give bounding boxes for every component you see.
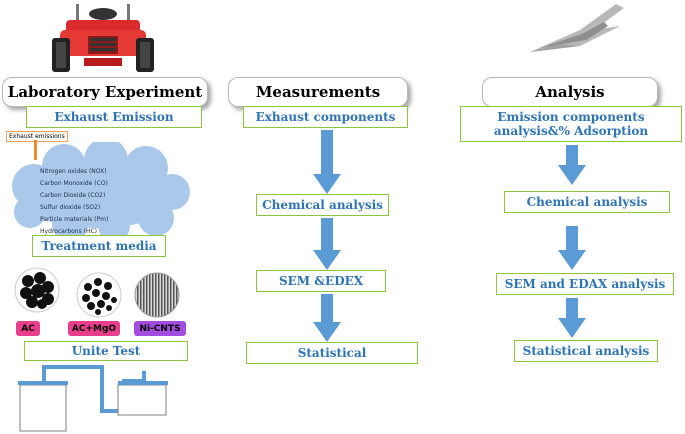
- box-exhaust-components: Exhaust components: [243, 106, 408, 128]
- emission-components-list: Nitrogen oxides (NOX) Carbon Monoxide (C…: [40, 166, 108, 238]
- ac-label: AC: [16, 321, 40, 336]
- emission-item: Carbon Dioxide (CO2): [40, 192, 106, 199]
- box-treatment-media: Treatment media: [32, 235, 166, 257]
- box-statistical-analysis: Statistical analysis: [514, 340, 658, 362]
- emission-item: Nitrogen oxides (NOX): [40, 168, 107, 175]
- plough-image: [530, 4, 624, 52]
- box-chemical-analysis: Chemical analysis: [256, 194, 389, 216]
- ac-sample-image: [14, 267, 60, 313]
- emission-item: Particle materials (Pm): [40, 216, 109, 223]
- emission-item: Carbon Monoxide (CO): [40, 180, 108, 187]
- box-statistical: Statistical: [246, 342, 418, 364]
- box-emission-components-analysis: Emission components analysis&% Adsorptio…: [460, 106, 682, 142]
- arrow-down-icon: [313, 218, 341, 270]
- header-laboratory-experiment: Laboratory Experiment: [2, 77, 208, 107]
- arrow-down-icon: [558, 298, 586, 338]
- ac-mgo-sample-image: [76, 272, 122, 318]
- box-exhaust-emission: Exhaust Emission: [26, 106, 202, 128]
- emission-item: Sulfur dioxide (SO2): [40, 204, 101, 211]
- box-sem-edax-analysis: SEM and EDAX analysis: [496, 273, 674, 295]
- arrow-down-icon: [313, 130, 341, 194]
- emission-item: Hydrocarbons (HC): [40, 228, 98, 235]
- box-unite-test: Unite Test: [24, 341, 188, 361]
- ac-mgo-label: AC+MgO: [68, 321, 120, 336]
- box-chemical-analysis-2: Chemical analysis: [504, 191, 670, 213]
- orange-connector: [34, 140, 37, 160]
- arrow-down-icon: [558, 145, 586, 185]
- emission-cloud: [12, 142, 190, 242]
- tractor-image: [52, 4, 154, 72]
- ni-cnts-label: Ni-CNTS: [134, 321, 186, 336]
- ni-cnts-sample-image: [134, 272, 180, 318]
- header-analysis: Analysis: [482, 77, 658, 107]
- arrow-down-icon: [313, 294, 341, 342]
- unit-test-apparatus: [18, 365, 168, 432]
- arrow-down-icon: [558, 226, 586, 270]
- box-sem-edex: SEM &EDEX: [256, 270, 386, 292]
- header-measurements: Measurements: [228, 77, 408, 107]
